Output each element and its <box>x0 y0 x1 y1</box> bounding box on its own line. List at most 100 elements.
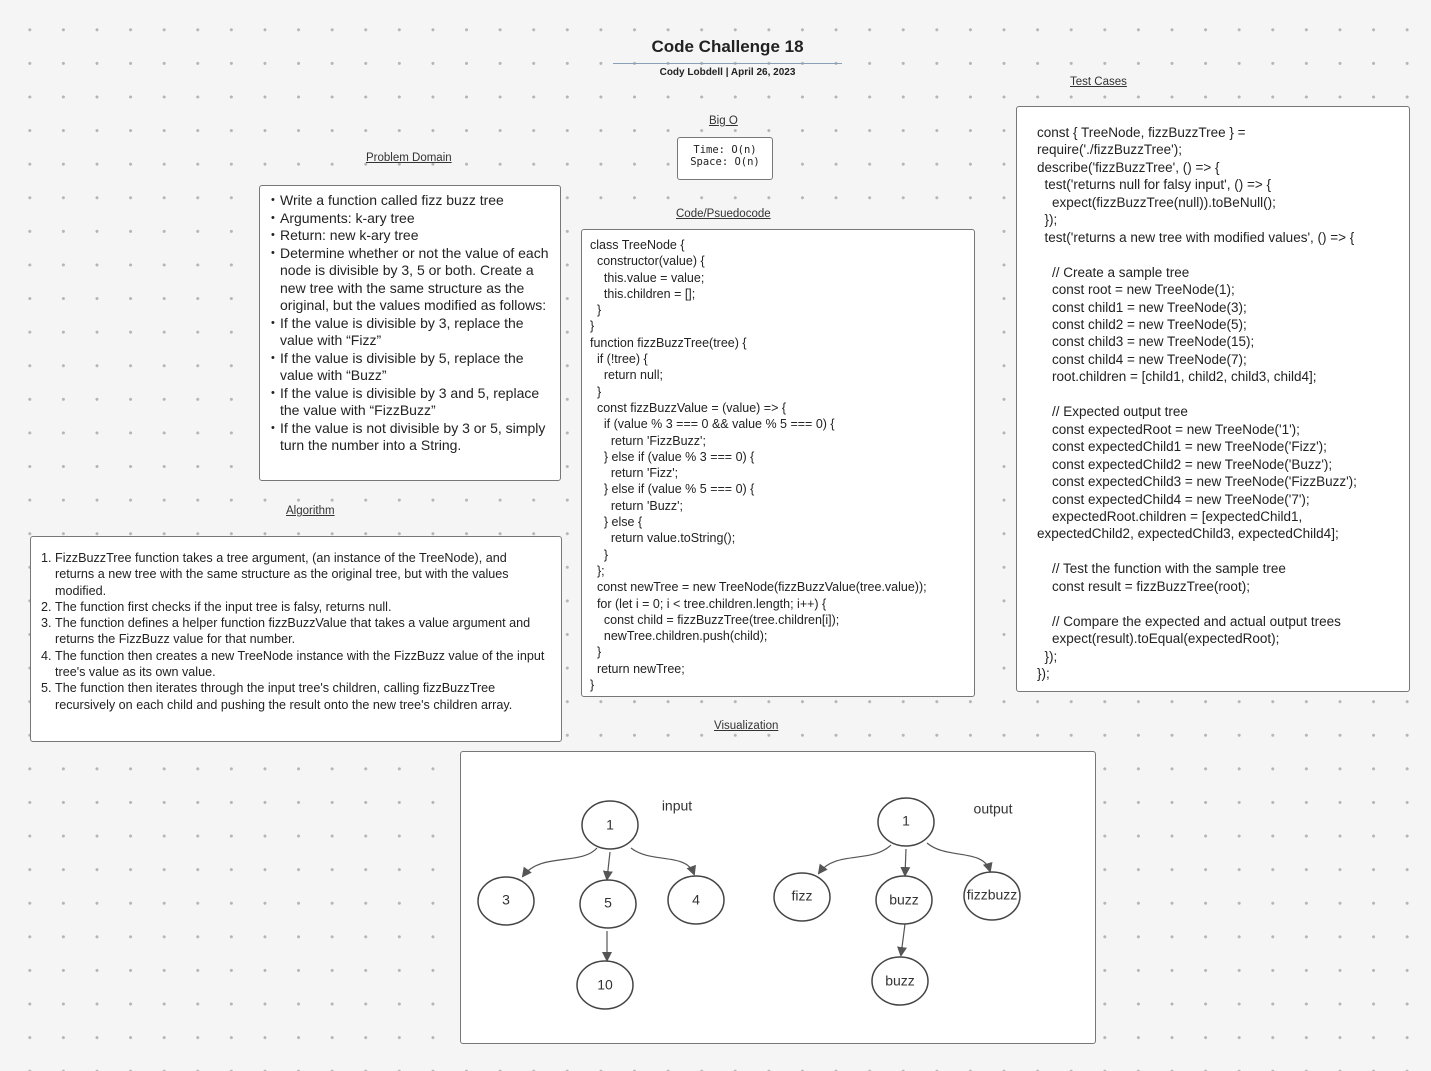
input-edge-1-5 <box>602 851 613 881</box>
input-node-5 <box>579 879 637 929</box>
problem-domain-item: Determine whether or not the value of ea… <box>260 245 550 315</box>
test-line: const expectedChild1 = new TreeNode('Fiz… <box>1037 439 1327 455</box>
output-node-fizzbuzz-label: fizzbuzz <box>967 887 1018 903</box>
algorithm-step-text: FizzBuzzTree function takes a tree argum… <box>55 551 509 598</box>
output-node-1 <box>877 797 935 847</box>
algorithm-step-text: The function defines a helper function f… <box>55 616 531 647</box>
output-node-fizzbuzz <box>963 871 1021 921</box>
code-line: } <box>590 678 595 693</box>
test-line: const expectedChild2 = new TreeNode('Buz… <box>1037 456 1333 472</box>
code-line: const child = fizzBuzzTree(tree.children… <box>590 612 840 627</box>
input-node-3 <box>477 876 535 926</box>
big-o-text: Time: O(n) Space: O(n) <box>678 144 772 168</box>
output-node-buzz-child-label: buzz <box>885 973 915 989</box>
code-line: this.children = []; <box>590 286 696 301</box>
input-node-10 <box>576 960 634 1010</box>
code-line: newTree.children.push(child); <box>590 629 768 644</box>
output-node-buzz-label: buzz <box>889 892 919 908</box>
test-line: const expectedChild4 = new TreeNode('7')… <box>1037 491 1310 507</box>
algorithm-step-text: The function first checks if the input t… <box>55 599 392 614</box>
algorithm-step-text: The function then iterates through the i… <box>55 681 513 712</box>
test-line: // Compare the expected and actual outpu… <box>1037 613 1341 629</box>
algorithm-step-number: 5. <box>41 681 52 696</box>
code-line: if (!tree) { <box>590 352 648 367</box>
algorithm-step-number: 2. <box>41 599 52 614</box>
test-line: const root = new TreeNode(1); <box>1037 282 1235 298</box>
code-line: for (let i = 0; i < tree.children.length… <box>590 596 827 611</box>
test-line: // Expected output tree <box>1037 404 1188 420</box>
code-line: } <box>590 645 602 660</box>
code-line: }; <box>590 563 605 578</box>
code-line: return 'FizzBuzz'; <box>590 433 706 448</box>
test-line: }); <box>1037 648 1058 664</box>
algorithm-step-number: 3. <box>41 616 52 631</box>
test-line: require('./fizzBuzzTree'); <box>1037 142 1182 158</box>
problem-domain-item: Arguments: k-ary tree <box>260 210 550 228</box>
code-line: } <box>590 303 602 318</box>
output-node-fizz <box>773 872 831 922</box>
code-line: function fizzBuzzTree(tree) { <box>590 335 747 350</box>
input-node-5-label: 5 <box>604 895 612 911</box>
problem-domain-heading: Problem Domain <box>366 152 452 164</box>
test-line: const child3 = new TreeNode(15); <box>1037 334 1255 350</box>
title-divider <box>613 63 842 64</box>
algorithm-step: 2.The function first checks if the input… <box>31 599 547 615</box>
problem-domain-item: If the value is divisible by 3 and 5, re… <box>260 385 550 420</box>
output-label: output <box>974 801 1013 817</box>
test-line: // Create a sample tree <box>1037 264 1190 280</box>
input-node-4-label: 4 <box>692 892 700 908</box>
input-edge-1-3 <box>521 847 598 878</box>
problem-domain-item: Return: new k-ary tree <box>260 227 550 245</box>
test-line: const result = fizzBuzzTree(root); <box>1037 578 1250 594</box>
output-edge-1-fizzbuzz <box>926 842 993 873</box>
output-node-fizz-label: fizz <box>792 888 813 904</box>
algorithm-step: 3.The function defines a helper function… <box>31 615 547 648</box>
code-line: constructor(value) { <box>590 254 705 269</box>
page-subtitle: Cody Lobdell | April 26, 2023 <box>659 67 796 78</box>
problem-domain-box: Write a function called fizz buzz treeAr… <box>259 185 561 481</box>
test-line: expect(result).toEqual(expectedRoot); <box>1037 631 1280 647</box>
tree-diagram: 1 3 5 4 10 1 fizz buzz fizzbuzz buzz inp… <box>477 797 1021 1010</box>
problem-domain-list: Write a function called fizz buzz treeAr… <box>260 192 550 455</box>
big-o-heading: Big O <box>709 115 738 127</box>
output-edge-1-fizz <box>817 844 892 875</box>
test-line: const expectedRoot = new TreeNode('1'); <box>1037 421 1300 437</box>
algorithm-step-text: The function then creates a new TreeNode… <box>55 648 545 680</box>
test-line: expectedChild2, expectedChild3, expected… <box>1037 526 1339 542</box>
test-line: describe('fizzBuzzTree', () => { <box>1037 159 1220 175</box>
code-line: if (value % 3 === 0 && value % 5 === 0) … <box>590 417 835 432</box>
test-line: const child1 = new TreeNode(3); <box>1037 299 1247 315</box>
test-line: const child4 = new TreeNode(7); <box>1037 351 1247 367</box>
algorithm-step: 1. FizzBuzzTree function takes a tree ar… <box>31 550 547 599</box>
test-code-block: const { TreeNode, fizzBuzzTree } = requi… <box>1037 124 1409 683</box>
test-line: const child2 = new TreeNode(5); <box>1037 316 1247 332</box>
code-heading: Code/Psuedocode <box>676 208 771 220</box>
big-o-line: Space: O(n) <box>690 155 760 168</box>
code-box: class TreeNode { constructor(value) { th… <box>581 229 975 697</box>
input-node-3-label: 3 <box>502 892 510 908</box>
test-line: expectedRoot.children = [expectedChild1, <box>1037 508 1303 524</box>
output-node-buzz <box>875 875 933 925</box>
test-line: root.children = [child1, child2, child3,… <box>1037 369 1317 385</box>
algorithm-box: 1. FizzBuzzTree function takes a tree ar… <box>30 536 562 742</box>
test-cases-box: const { TreeNode, fizzBuzzTree } = requi… <box>1016 106 1410 692</box>
test-line: expect(fizzBuzzTree(null)).toBeNull(); <box>1037 194 1276 210</box>
algorithm-step-number: 1. <box>41 551 52 565</box>
algorithm-step-number: 4. <box>41 648 52 663</box>
code-line: } else if (value % 3 === 0) { <box>590 449 755 464</box>
algorithm-heading: Algorithm <box>286 505 335 517</box>
input-label: input <box>662 798 692 814</box>
test-line: test('returns null for falsy input', () … <box>1037 177 1272 193</box>
code-line: } <box>590 384 602 399</box>
code-line: return 'Buzz'; <box>590 498 683 513</box>
problem-domain-item: If the value is divisible by 3, replace … <box>260 315 550 350</box>
code-line: this.value = value; <box>590 270 705 285</box>
page-title: Code Challenge 18 <box>651 37 804 56</box>
algorithm-step: 4.The function then creates a new TreeNo… <box>31 648 547 681</box>
output-node-1-label: 1 <box>902 813 910 829</box>
visualization-box: 1 3 5 4 10 1 fizz buzz fizzbuzz buzz inp… <box>460 751 1096 1044</box>
big-o-line: Time: O(n) <box>693 144 757 156</box>
output-edge-1-buzz <box>900 848 911 877</box>
code-block: class TreeNode { constructor(value) { th… <box>590 237 974 693</box>
visualization-heading: Visualization <box>714 720 779 732</box>
